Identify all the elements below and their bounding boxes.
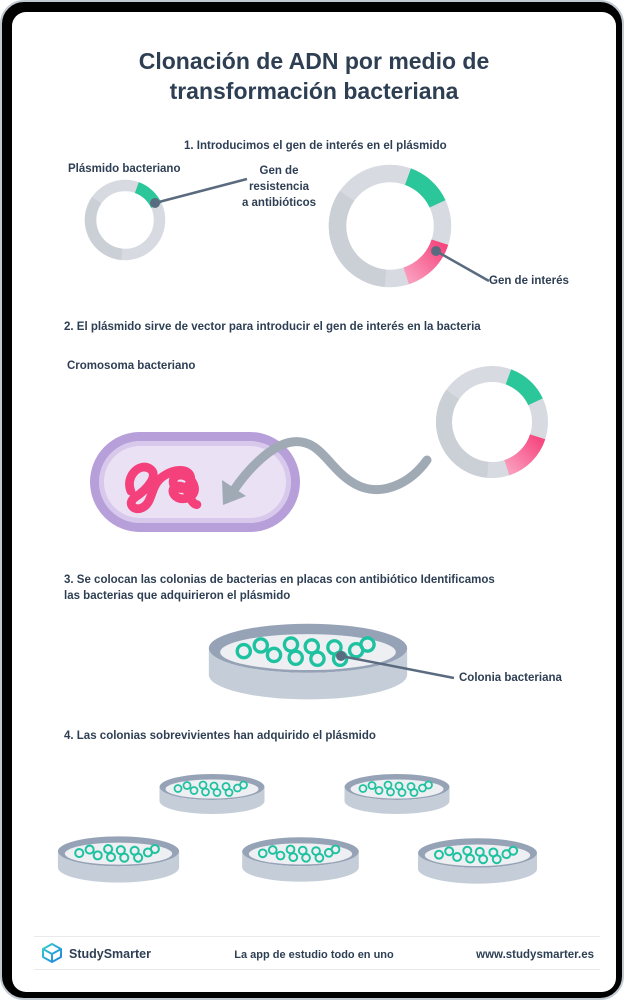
footer-website: www.studysmarter.es — [476, 949, 594, 961]
bacterial-chromosome-icon — [125, 462, 202, 514]
studysmarter-logo-icon — [42, 943, 62, 963]
step-3-heading: 3. Se colocan las colonias de bacterias … — [64, 574, 495, 603]
petri-dish-icon — [342, 772, 452, 817]
plasmid-vector-icon — [428, 358, 556, 486]
plasmid-large-icon — [320, 156, 460, 296]
petri-dish-icon — [55, 834, 182, 886]
step-1-heading: 1. Introducimos el gen de interés en el … — [184, 140, 447, 152]
footer-tagline: La app de estudio todo en uno — [234, 949, 394, 961]
petri-dish-main-icon — [204, 620, 412, 705]
plasmid-small-icon — [79, 174, 171, 266]
step-4-heading: 4. Las colonias sobrevivientes han adqui… — [64, 730, 376, 742]
footer-divider-top — [34, 936, 600, 937]
petri-dish-icon — [415, 836, 540, 887]
chromosome-label: Cromosoma bacteriano — [67, 360, 196, 372]
footer-divider-bottom — [34, 969, 600, 970]
poster-card: Clonación de ADN por medio de transforma… — [12, 12, 616, 992]
petri-dish-icon — [239, 835, 362, 885]
colony-label: Colonia bacteriana — [459, 672, 562, 684]
gene-of-interest-label: Gen de interés — [489, 275, 569, 287]
plasmid-label: Plásmido bacteriano — [68, 163, 181, 175]
footer-brand-name: StudySmarter — [69, 947, 151, 961]
step-2-heading: 2. El plásmido sirve de vector para intr… — [64, 321, 481, 333]
petri-dish-icon — [157, 772, 267, 817]
page-title: Clonación de ADN por medio de transforma… — [138, 48, 490, 105]
